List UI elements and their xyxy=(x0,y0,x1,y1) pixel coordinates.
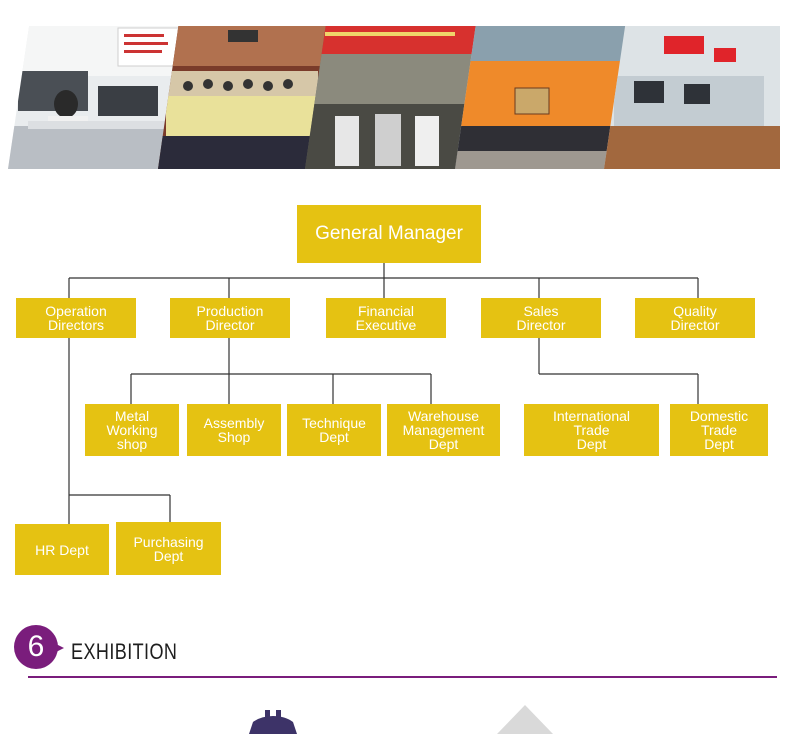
exhibition-image-partial xyxy=(497,705,553,734)
purchasing-dept-box: Purchasing Dept xyxy=(116,522,221,575)
box-label: Metal Working shop xyxy=(106,408,158,452)
operation-directors-box: Operation Directors xyxy=(16,298,136,338)
quality-director-box: Quality Director xyxy=(635,298,755,338)
box-label: Assembly Shop xyxy=(203,415,265,445)
general-manager-box: General Manager xyxy=(297,205,481,263)
metal-working-shop-box: Metal Working shop xyxy=(85,404,179,456)
box-label: Sales Director xyxy=(516,303,566,333)
workspace-photo xyxy=(604,26,780,169)
group-photo xyxy=(455,26,627,169)
meeting-photo xyxy=(305,26,477,169)
box-label: HR Dept xyxy=(35,541,89,558)
international-trade-dept-box: International Trade Dept xyxy=(524,404,659,456)
section-title: EXHIBITION xyxy=(71,639,178,664)
exhibition-section-header: 6 EXHIBITION xyxy=(14,625,777,678)
box-label: Technique Dept xyxy=(302,415,366,445)
hr-dept-box: HR Dept xyxy=(15,524,109,575)
production-director-box: Production Director xyxy=(170,298,290,338)
financial-executive-box: Financial Executive xyxy=(326,298,446,338)
box-label: Operation Directors xyxy=(45,303,107,333)
photo-strip xyxy=(0,0,790,175)
box-label: General Manager xyxy=(315,223,463,244)
box-label: Domestic Trade Dept xyxy=(689,408,749,452)
sales-director-box: Sales Director xyxy=(481,298,601,338)
team-photo xyxy=(158,26,328,169)
section-divider xyxy=(28,676,777,678)
box-label: Purchasing Dept xyxy=(133,533,204,564)
box-label: Warehouse Management Dept xyxy=(402,408,485,452)
assembly-shop-box: Assembly Shop xyxy=(187,404,281,456)
box-label: Production Director xyxy=(196,303,264,333)
office-photo xyxy=(8,26,184,169)
box-label: International Trade Dept xyxy=(552,408,631,452)
warehouse-management-dept-box: Warehouse Management Dept xyxy=(387,404,500,456)
box-label: Financial Executive xyxy=(355,303,417,333)
technique-dept-box: Technique Dept xyxy=(287,404,381,456)
exhibition-image-partial xyxy=(249,710,297,734)
box-label: Quality Director xyxy=(670,303,720,333)
section-number-badge: 6 xyxy=(14,625,58,669)
domestic-trade-dept-box: Domestic Trade Dept xyxy=(670,404,768,456)
